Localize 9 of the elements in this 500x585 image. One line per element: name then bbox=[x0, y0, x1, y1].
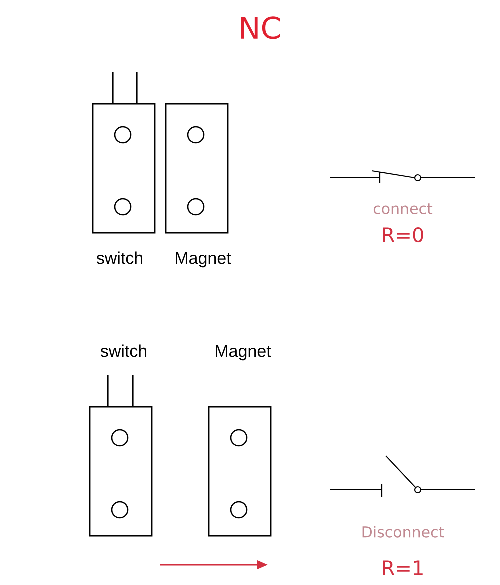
title: NC bbox=[241, 16, 280, 40]
value-label: R=1 bbox=[383, 560, 423, 576]
state-label: Disconnect bbox=[362, 526, 444, 538]
part-label: switch bbox=[96, 252, 142, 264]
part-label: Magnet bbox=[176, 252, 232, 268]
part-label: switch bbox=[100, 344, 146, 358]
value-label: R=0 bbox=[383, 227, 424, 243]
state-label: connect bbox=[374, 204, 433, 214]
part-label: Magnet bbox=[216, 345, 272, 361]
